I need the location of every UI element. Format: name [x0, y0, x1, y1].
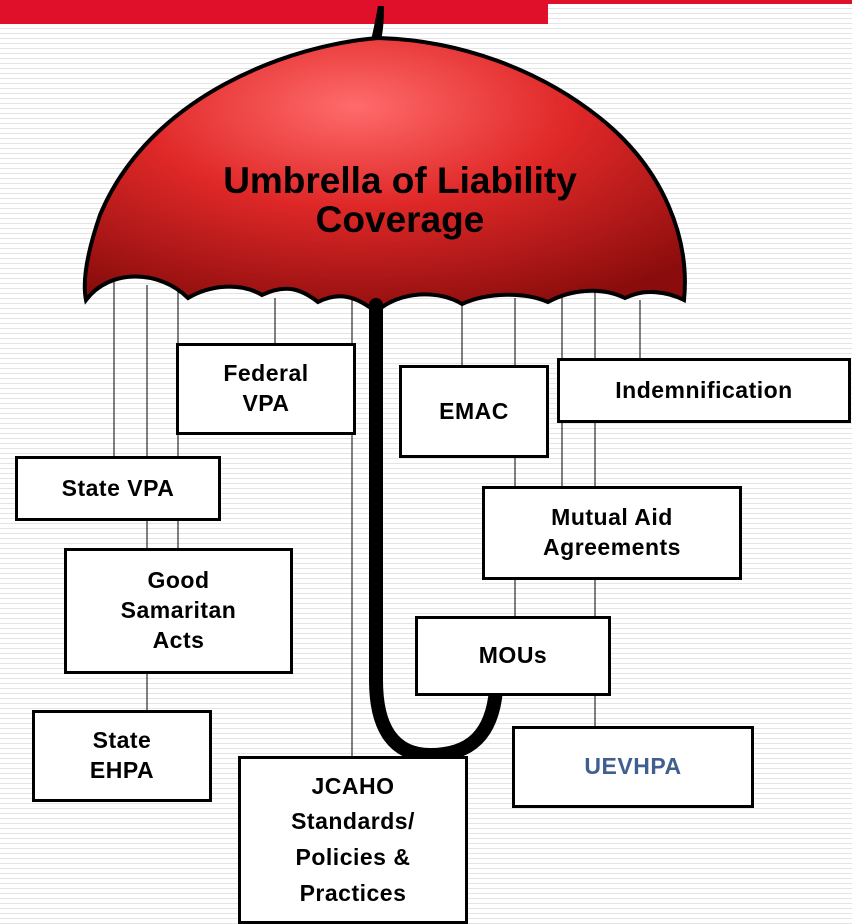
top-accent-bar: [0, 0, 548, 24]
emac-box: EMAC: [399, 365, 549, 458]
jcaho-box: JCAHO Standards/ Policies & Practices: [238, 756, 468, 924]
state-ehpa-label: State EHPA: [89, 727, 155, 783]
umbrella-tip: [371, 6, 384, 40]
federal-vpa-box: Federal VPA: [176, 343, 356, 435]
umbrella-title: Umbrella of Liability Coverage: [223, 160, 577, 240]
mutual-aid-box: Mutual Aid Agreements: [482, 486, 742, 580]
indemnification-label: Indemnification: [615, 376, 793, 403]
uevhpa-label: UEVHPA: [584, 753, 682, 780]
mutual-aid-label: Mutual Aid Agreements: [543, 504, 681, 560]
uevhpa-box: UEVHPA: [512, 726, 754, 808]
mous-box: MOUs: [415, 616, 611, 696]
mous-label: MOUs: [478, 642, 548, 669]
good-samaritan-box: Good Samaritan Acts: [64, 548, 293, 674]
state-vpa-label: State VPA: [61, 474, 175, 501]
emac-label: EMAC: [439, 397, 509, 424]
state-vpa-box: State VPA: [15, 456, 221, 521]
state-ehpa-box: State EHPA: [32, 710, 212, 802]
good-samaritan-label: Good Samaritan Acts: [120, 567, 237, 653]
federal-vpa-label: Federal VPA: [223, 360, 309, 416]
indemnification-box: Indemnification: [557, 358, 851, 423]
umbrella-handle: [369, 298, 503, 763]
top-accent-line: [548, 0, 852, 4]
jcaho-label: JCAHO Standards/ Policies & Practices: [291, 772, 415, 906]
